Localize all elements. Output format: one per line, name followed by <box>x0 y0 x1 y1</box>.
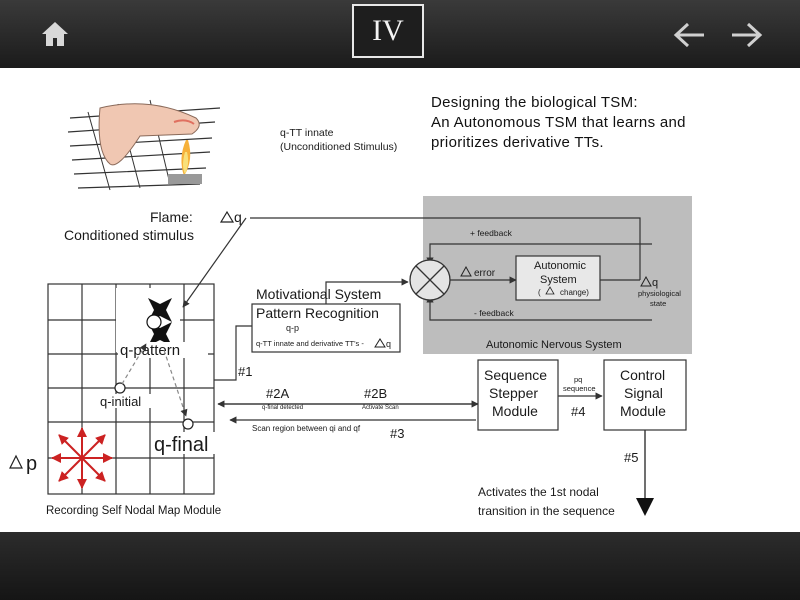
delta-q-label: q <box>234 209 242 225</box>
caption-line-1: Designing the biological TSM: <box>431 94 638 111</box>
q-tt-innate-label-2: (Unconditioned Stimulus) <box>280 141 397 153</box>
pq-sequence-label: sequence <box>563 384 596 393</box>
minus-feedback-label: - feedback <box>474 308 514 318</box>
q-initial-node <box>114 382 126 394</box>
sequence-stepper-box <box>477 359 559 431</box>
control-signal-box <box>603 359 687 431</box>
q-final-node <box>182 418 194 430</box>
svg-text:(: ( <box>538 288 541 297</box>
control-signal-label-2: Signal <box>624 385 663 401</box>
q-final-label: q-final <box>154 434 208 456</box>
autonomic-system-label-1: Autonomic <box>534 260 586 272</box>
autonomic-system-box <box>515 255 601 301</box>
scan-region-label: Scan region between qi and qf <box>252 424 361 433</box>
control-signal-label-3: Module <box>620 403 666 419</box>
conditioned-stimulus-label: Conditioned stimulus <box>64 227 194 243</box>
hash2b-label: #2B <box>364 386 387 401</box>
q-p-label: q-p <box>286 323 299 333</box>
delta-p-icon <box>9 454 23 469</box>
delta-q-right-label: q <box>652 277 658 289</box>
pq-label: pq <box>574 375 582 384</box>
sequence-stepper-label-1: Sequence <box>484 367 547 383</box>
activate-scan-label: Activate Scan <box>362 405 399 411</box>
sequence-stepper-label-3: Module <box>492 403 538 419</box>
state-label: state <box>650 299 666 308</box>
pattern-recognition-box <box>251 303 401 353</box>
hash2a-label: #2A <box>266 386 289 401</box>
autonomic-nervous-system-label: Autonomic Nervous System <box>486 339 622 351</box>
svg-text:q: q <box>386 339 391 349</box>
error-label: error <box>474 268 496 279</box>
arrow-right-icon[interactable] <box>728 20 764 50</box>
q-final-detected-label: q-final detected <box>262 405 303 411</box>
red-arrows-star <box>51 427 113 489</box>
delta-p-label: p <box>26 453 37 475</box>
change-label: change) <box>560 288 589 297</box>
plus-feedback-label: + feedback <box>470 228 513 238</box>
slide-caption: Designing the biological TSM: An Autonom… <box>431 93 771 153</box>
caption-line-2: An Autonomous TSM that learns and <box>431 114 686 131</box>
control-signal-label-1: Control <box>620 367 665 383</box>
delta-icon <box>219 210 235 223</box>
q-pattern-cross-icon <box>146 298 172 346</box>
tsm-diagram: q-TT innate (Unconditioned Stimulus) Fla… <box>9 99 692 518</box>
sequence-stepper-label-2: Stepper <box>489 385 538 401</box>
slide-number-badge: IV <box>352 4 424 58</box>
flame-label: Flame: <box>150 209 193 225</box>
bottom-bar <box>0 532 800 600</box>
finger-illustration <box>67 99 221 191</box>
motivational-system-label: Motivational System <box>256 286 381 302</box>
q-pattern-label: q-pattern <box>120 342 180 359</box>
hash4-label: #4 <box>571 404 585 419</box>
caption-line-3: prioritizes derivative TTs. <box>431 134 604 151</box>
q-tt-derivative-label: q-TT innate and derivative TT's - <box>256 339 364 348</box>
home-icon[interactable] <box>40 20 70 48</box>
hash1-label: #1 <box>238 364 252 379</box>
down-arrow-icon <box>636 498 654 516</box>
autonomic-system-label-2: System <box>540 274 577 286</box>
hash5-label: #5 <box>624 450 638 465</box>
pattern-recognition-label: Pattern Recognition <box>256 305 379 321</box>
q-tt-innate-label-1: q-TT innate <box>280 127 334 139</box>
activates-label-2: transition in the sequence <box>478 504 615 518</box>
hash3-label: #3 <box>390 426 404 441</box>
arrow-left-icon[interactable] <box>672 20 708 50</box>
q-initial-label: q-initial <box>100 394 141 409</box>
physiological-label: physiological <box>638 289 681 298</box>
recording-module-label: Recording Self Nodal Map Module <box>46 505 221 517</box>
activates-label-1: Activates the 1st nodal <box>478 485 599 499</box>
